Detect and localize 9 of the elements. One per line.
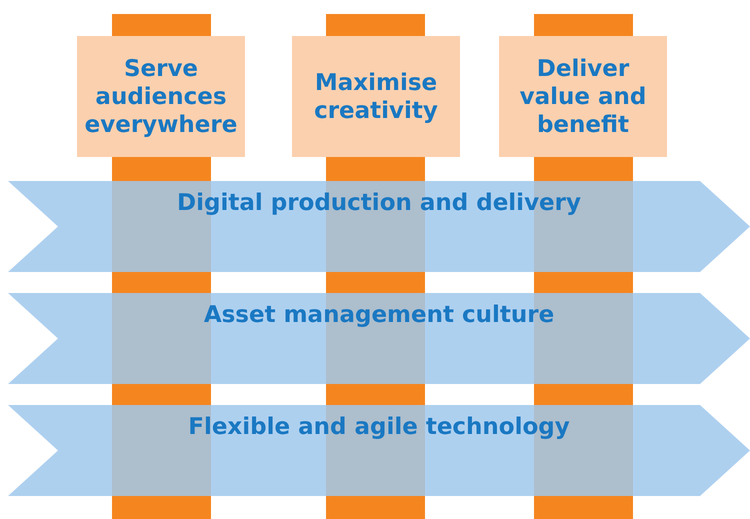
- pillar-title: Deliver value and benefit: [518, 54, 648, 138]
- pillar-label-box: [77, 36, 245, 157]
- pillar-label-box: [499, 36, 667, 157]
- pillar-title: Maximise creativity: [313, 68, 439, 124]
- band-title: Flexible and agile technology: [187, 413, 571, 441]
- band-title: Digital production and delivery: [176, 189, 582, 217]
- pillar-title: Serve audiences everywhere: [84, 54, 238, 138]
- pillar-label-box: [292, 36, 460, 157]
- band-title: Asset management culture: [202, 301, 556, 329]
